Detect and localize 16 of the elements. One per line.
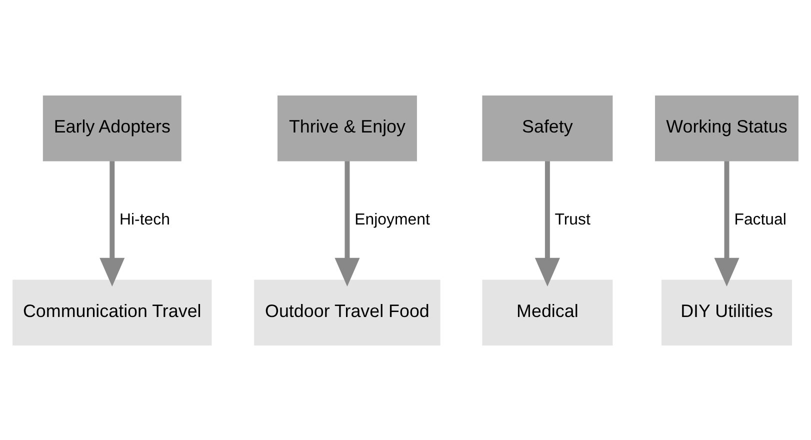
arrow <box>714 160 740 286</box>
arrow <box>100 160 125 286</box>
node-box: Safety <box>482 94 613 161</box>
node-box: Thrive & Enjoy <box>278 94 417 161</box>
edge-label: Factual <box>734 210 786 228</box>
arrow <box>334 160 360 286</box>
edge-label: Enjoyment <box>354 210 430 228</box>
node-box: Communication Travel <box>12 279 212 346</box>
node-box: Early Adopters <box>42 94 182 161</box>
node-box: Working Status <box>655 94 798 161</box>
arrow <box>534 160 560 286</box>
edge-label: Trust <box>554 210 590 228</box>
node-box: Medical <box>482 279 613 346</box>
node-box: Outdoor Travel Food <box>254 279 440 346</box>
edge-label: Hi-tech <box>120 210 170 228</box>
node-box: DIY Utilities <box>662 279 792 346</box>
